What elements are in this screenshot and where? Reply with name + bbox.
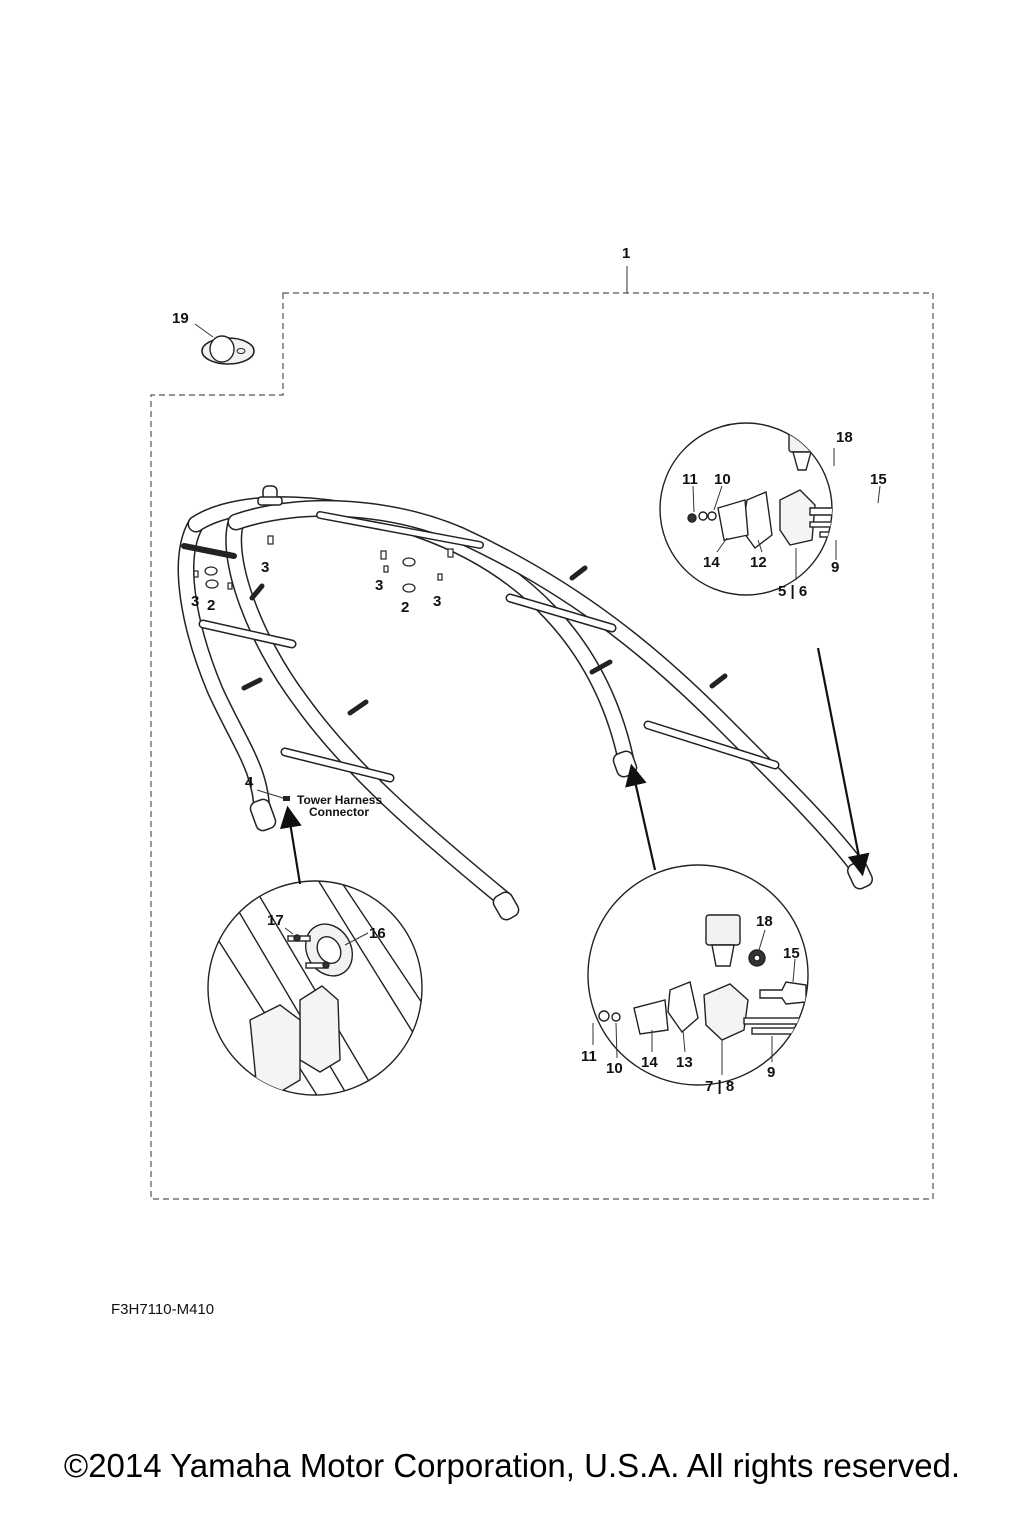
leader-4 — [256, 789, 284, 799]
callout-14a: 14 — [703, 554, 720, 571]
callout-15b: 15 — [783, 945, 800, 962]
callout-3c: 3 — [375, 577, 383, 594]
callout-10b: 10 — [606, 1060, 623, 1077]
callout-12: 12 — [750, 554, 767, 571]
callout-5-6: 5 | 6 — [778, 583, 807, 600]
copyright-notice: ©2014 Yamaha Motor Corporation, U.S.A. A… — [63, 1447, 961, 1484]
callout-3d: 3 — [433, 593, 441, 610]
callout-2a: 2 — [207, 597, 215, 614]
callout-7-8: 7 | 8 — [705, 1078, 734, 1095]
grommet-part-19 — [194, 323, 255, 365]
callout-11a: 11 — [682, 471, 698, 488]
callout-18b: 18 — [756, 913, 773, 930]
harness-label-line1: Tower Harness — [297, 793, 382, 807]
figure-code: F3H7110-M410 — [111, 1301, 214, 1318]
arrow-c — [625, 763, 657, 871]
arch-fasteners — [193, 535, 454, 593]
callout-14b: 14 — [641, 1054, 658, 1071]
arrow-a — [816, 647, 870, 877]
callout-4: 4 — [245, 774, 254, 791]
detail-circle-lower-right — [587, 864, 809, 1086]
callout-2b: 2 — [401, 599, 409, 616]
callout-18a: 18 — [836, 429, 853, 446]
arrow-b — [279, 805, 302, 885]
callout-3a: 3 — [261, 559, 269, 576]
callout-9b: 9 — [767, 1064, 775, 1081]
callout-11b: 11 — [581, 1048, 597, 1065]
callout-16: 16 — [369, 925, 386, 942]
callout-17: 17 — [267, 912, 284, 929]
callout-15a: 15 — [870, 471, 887, 488]
harness-label-line2: Connector — [309, 805, 369, 819]
callout-13: 13 — [676, 1054, 693, 1071]
callout-10a: 10 — [714, 471, 731, 488]
callout-3b: 3 — [191, 593, 199, 610]
callout-9a: 9 — [831, 559, 839, 576]
callout-1: 1 — [622, 245, 630, 262]
detail-circle-upper-right — [659, 422, 881, 596]
callout-19: 19 — [172, 310, 189, 327]
assembly-boundary — [150, 292, 934, 1200]
detail-circle-harness — [207, 880, 423, 1096]
tower-frame — [177, 485, 874, 921]
